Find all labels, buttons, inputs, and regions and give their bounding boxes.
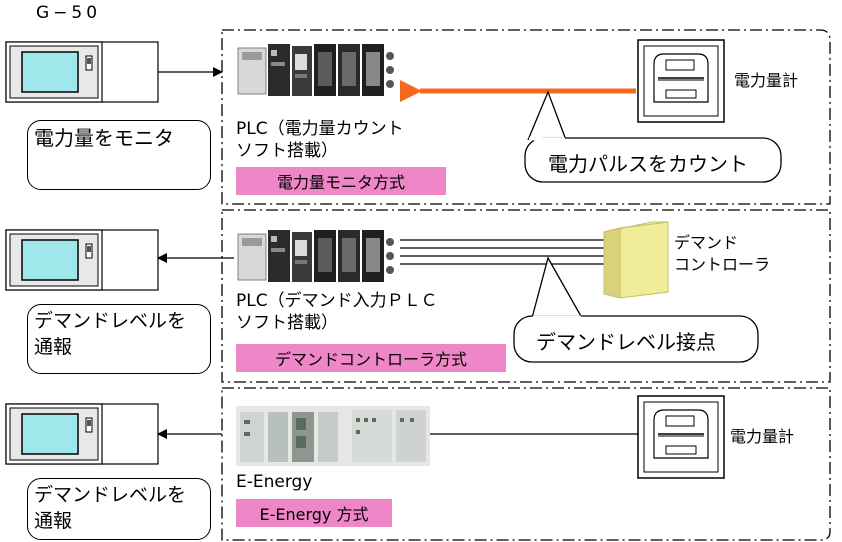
device-label: 電力量計	[730, 427, 795, 446]
plc-label: E-Energy	[236, 472, 313, 492]
notify-bubble: デマンドレベルを 通報	[27, 304, 211, 374]
plc-label-line1: PLC（電力量カウント	[236, 119, 404, 139]
row2-frame	[221, 209, 831, 383]
method-highlight: 電力量モニタ方式	[236, 167, 446, 195]
demand-controller-icon	[603, 221, 669, 299]
callout-pointer	[527, 90, 567, 141]
device-label-line1: デマンド	[674, 233, 739, 252]
plc-label-line2: ソフト搭載）	[236, 313, 338, 334]
method-highlight: デマンドコントローラ方式	[236, 344, 506, 372]
power-meter-icon	[637, 39, 725, 123]
callout-text: 電力パルスをカウント	[548, 152, 748, 176]
row3-frame	[221, 387, 831, 541]
contact-lines	[400, 239, 620, 265]
row1-frame	[221, 29, 831, 205]
top-label: G−50	[36, 3, 102, 23]
plc-rack-icon	[235, 227, 397, 285]
touch-panel-icon	[5, 229, 159, 291]
device-label: デマンド コントローラ	[674, 232, 770, 275]
callout-text: デマンドレベル接点	[536, 330, 716, 354]
monitor-bubble: 電力量をモニタ	[27, 120, 211, 190]
plc-label: PLC（デマンド入力ＰＬＣ ソフト搭載）	[236, 290, 438, 334]
plc-label-line2: ソフト搭載）	[236, 141, 338, 162]
method-highlight: E-Energy 方式	[236, 499, 392, 527]
plc-label: PLC（電力量カウント ソフト搭載）	[236, 118, 404, 162]
notify-bubble: デマンドレベルを 通報	[27, 478, 211, 540]
bubble-text-line1: デマンドレベルを	[34, 484, 187, 506]
bubble-text-line2: 通報	[34, 335, 73, 358]
e-energy-unit-icon	[236, 406, 430, 466]
plc-label-line1: PLC（デマンド入力ＰＬＣ	[236, 291, 438, 311]
device-label: 電力量計	[734, 71, 799, 90]
bubble-text: 電力量をモニタ	[34, 126, 174, 150]
touch-panel-icon	[5, 41, 159, 103]
bubble-text-line1: デマンドレベルを	[34, 310, 187, 332]
callout-pointer	[531, 256, 583, 319]
plc-rack-icon	[235, 41, 397, 99]
device-label-line2: コントローラ	[674, 254, 771, 274]
bubble-text-line2: 通報	[34, 509, 73, 532]
touch-panel-icon	[5, 403, 159, 465]
power-meter-icon	[637, 395, 725, 479]
